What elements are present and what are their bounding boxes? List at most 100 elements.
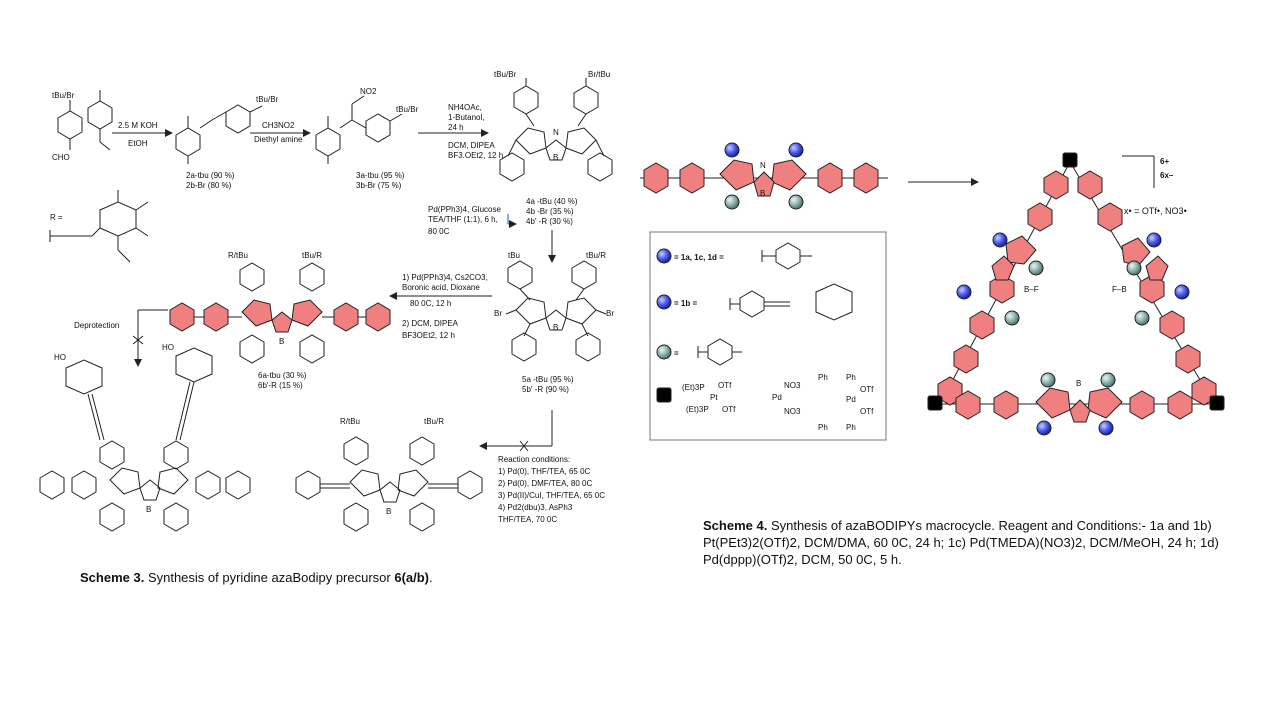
cmpd5-a: 5a -tBu (95 %) bbox=[522, 375, 574, 384]
scheme-4-caption: Scheme 4. Synthesis of azaBODIPYs macroc… bbox=[703, 517, 1233, 568]
pt-l4: (Et)3P bbox=[686, 405, 709, 414]
pp-l3: OTf bbox=[860, 385, 874, 394]
step3-r1: NH4OAc, bbox=[448, 103, 482, 112]
step2-reagent1: CH3NO2 bbox=[262, 121, 295, 130]
rc-title: Reaction conditions: bbox=[498, 455, 570, 464]
cmpd6-left: R/tBu bbox=[228, 251, 248, 260]
rc-5: THF/TEA, 70 0C bbox=[498, 515, 557, 524]
deprot-atom-b: B bbox=[146, 505, 151, 514]
step5-r3: 80 0C, 12 h bbox=[410, 299, 451, 308]
linear-ligand-labels: N B bbox=[760, 161, 766, 198]
start-cho: CHO bbox=[52, 153, 70, 162]
glyco-oh-left: HO bbox=[54, 353, 66, 362]
cmpd3-top: tBu/Br bbox=[396, 105, 419, 114]
deprotection-label: Deprotection bbox=[74, 321, 119, 330]
scheme-4-caption-bold: Scheme 4. bbox=[703, 518, 768, 533]
cmpd5-br-right: Br bbox=[606, 309, 614, 318]
cmpd4-a: 4a -tBu (40 %) bbox=[526, 197, 578, 206]
cmpd4-left: tBu/Br bbox=[494, 70, 517, 79]
alkyne-compound bbox=[295, 436, 483, 532]
pd-l3: NO3 bbox=[784, 407, 801, 416]
pd-l1: NO3 bbox=[784, 381, 801, 390]
pp-l5: OTf bbox=[860, 407, 874, 416]
ligand-atom-b: B bbox=[760, 189, 765, 198]
azabodipy-5 bbox=[505, 260, 607, 362]
glyco-r1: Pd(PPh3)4, Glucose bbox=[428, 205, 501, 214]
chalcone-2 bbox=[175, 104, 263, 164]
legend-blue-ball-2 bbox=[656, 294, 672, 310]
cmpd3-b: 3b-Br (75 %) bbox=[356, 181, 402, 190]
cmpd3-a: 3a-tbu (95 %) bbox=[356, 171, 405, 180]
cmpd2-b: 2b-Br (80 %) bbox=[186, 181, 232, 190]
pt-l3: Pt bbox=[710, 393, 718, 402]
cmpd4-atom-n: N bbox=[553, 128, 559, 137]
step3-r2: 1-Butanol, bbox=[448, 113, 484, 122]
cmpd4-right: Br/tBu bbox=[588, 70, 610, 79]
pp-l2: Ph bbox=[846, 373, 856, 382]
step2-reagent2: Diethyl amine bbox=[254, 135, 303, 144]
r-label: R = bbox=[50, 213, 63, 222]
pd-l2: Pd bbox=[772, 393, 782, 402]
legend-labels: = 1a, 1c, 1d = = 1b = = (Et)3P OTf Pt (E… bbox=[674, 253, 874, 432]
deprotected-compound bbox=[39, 347, 251, 532]
rc-4: 4) Pd2(dbu)3, AsPh3 bbox=[498, 503, 573, 512]
cmpd5-atom-b: B bbox=[553, 323, 558, 332]
scheme-3-labels: tBu/Br CHO R = 2.5 M KOH EtOH tBu/Br 2a-… bbox=[50, 70, 614, 524]
rc-3: 3) Pd(II)/CuI, THF/TEA, 65 0C bbox=[498, 491, 605, 500]
scheme-3-caption-end: . bbox=[429, 570, 433, 585]
cmpd6-atom-b: B bbox=[279, 337, 284, 346]
scheme-3-caption-bold2: 6(a/b) bbox=[394, 570, 430, 585]
macro-b-bottom: B bbox=[1076, 379, 1081, 388]
step3-r5: BF3.OEt2, 12 h bbox=[448, 151, 503, 160]
legend-label-1: = 1a, 1c, 1d = bbox=[674, 253, 724, 262]
macro-fb-right: F–B bbox=[1112, 285, 1127, 294]
legend-label-3: = bbox=[674, 349, 679, 358]
azabodipy-4 bbox=[499, 78, 613, 182]
alkyne-right: tBu/R bbox=[424, 417, 444, 426]
pp-l6: Ph bbox=[818, 423, 828, 432]
step5-r5: BF3OEt2, 12 h bbox=[402, 331, 455, 340]
scheme-3 bbox=[39, 78, 613, 532]
macro-bf-left: B–F bbox=[1024, 285, 1039, 294]
linear-ligand bbox=[640, 142, 888, 210]
alkyne-atom-b: B bbox=[386, 507, 391, 516]
step3-r4: DCM, DIPEA bbox=[448, 141, 495, 150]
nitro-3 bbox=[315, 95, 403, 164]
pt-l5: OTf bbox=[722, 405, 736, 414]
step1-reagent1: 2.5 M KOH bbox=[118, 121, 158, 130]
cmpd4-atom-b: B bbox=[553, 153, 558, 162]
pp-l7: Ph bbox=[846, 423, 856, 432]
counter-label: 6x– bbox=[1160, 171, 1174, 180]
step3-r3: 24 h bbox=[448, 123, 464, 132]
alkyne-left: R/tBu bbox=[340, 417, 360, 426]
cmpd5-b: 5b' -R (90 %) bbox=[522, 385, 569, 394]
cmpd6-right: tBu/R bbox=[302, 251, 322, 260]
starting-acetophenone bbox=[87, 90, 113, 151]
start-label: tBu/Br bbox=[52, 91, 75, 100]
scheme-4-caption-text: Synthesis of azaBODIPYs macrocycle. Reag… bbox=[703, 518, 1219, 567]
cmpd4-b: 4b -Br (35 %) bbox=[526, 207, 574, 216]
scheme-3-caption: Scheme 3. Synthesis of pyridine azaBodip… bbox=[80, 569, 500, 586]
step5-r2: Boronic acid, Dioxane bbox=[402, 283, 480, 292]
cmpd3-no2: NO2 bbox=[360, 87, 377, 96]
pp-l1: Ph bbox=[818, 373, 828, 382]
step1-reagent2: EtOH bbox=[128, 139, 148, 148]
x-equals-label: x• = OTf•, NO3• bbox=[1124, 206, 1187, 216]
scheme-3-caption-bold: Scheme 3. bbox=[80, 570, 145, 585]
step5-r1: 1) Pd(PPh3)4, Cs2CO3, bbox=[402, 273, 488, 282]
legend-label-2: = 1b = bbox=[674, 299, 697, 308]
cmpd4-c: 4b' -R (30 %) bbox=[526, 217, 573, 226]
scheme-3-caption-text: Synthesis of pyridine azaBodipy precurso… bbox=[144, 570, 395, 585]
cmpd6-b: 6b'-R (15 %) bbox=[258, 381, 303, 390]
charge-label: 6+ bbox=[1160, 157, 1169, 166]
pt-l1: (Et)3P bbox=[682, 383, 705, 392]
glyco-r2: TEA/THF (1:1), 6 h, bbox=[428, 215, 498, 224]
macrocycle-labels: B–F F–B B bbox=[1024, 285, 1127, 388]
cmpd6-a: 6a-tbu (30 %) bbox=[258, 371, 307, 380]
legend-blue-ball-1 bbox=[656, 248, 672, 264]
rc-2: 2) Pd(0), DMF/TEA, 80 0C bbox=[498, 479, 592, 488]
rc-1: 1) Pd(0), THF/TEA, 65 0C bbox=[498, 467, 591, 476]
starting-aldehyde bbox=[57, 100, 83, 150]
step5-r4: 2) DCM, DIPEA bbox=[402, 319, 459, 328]
